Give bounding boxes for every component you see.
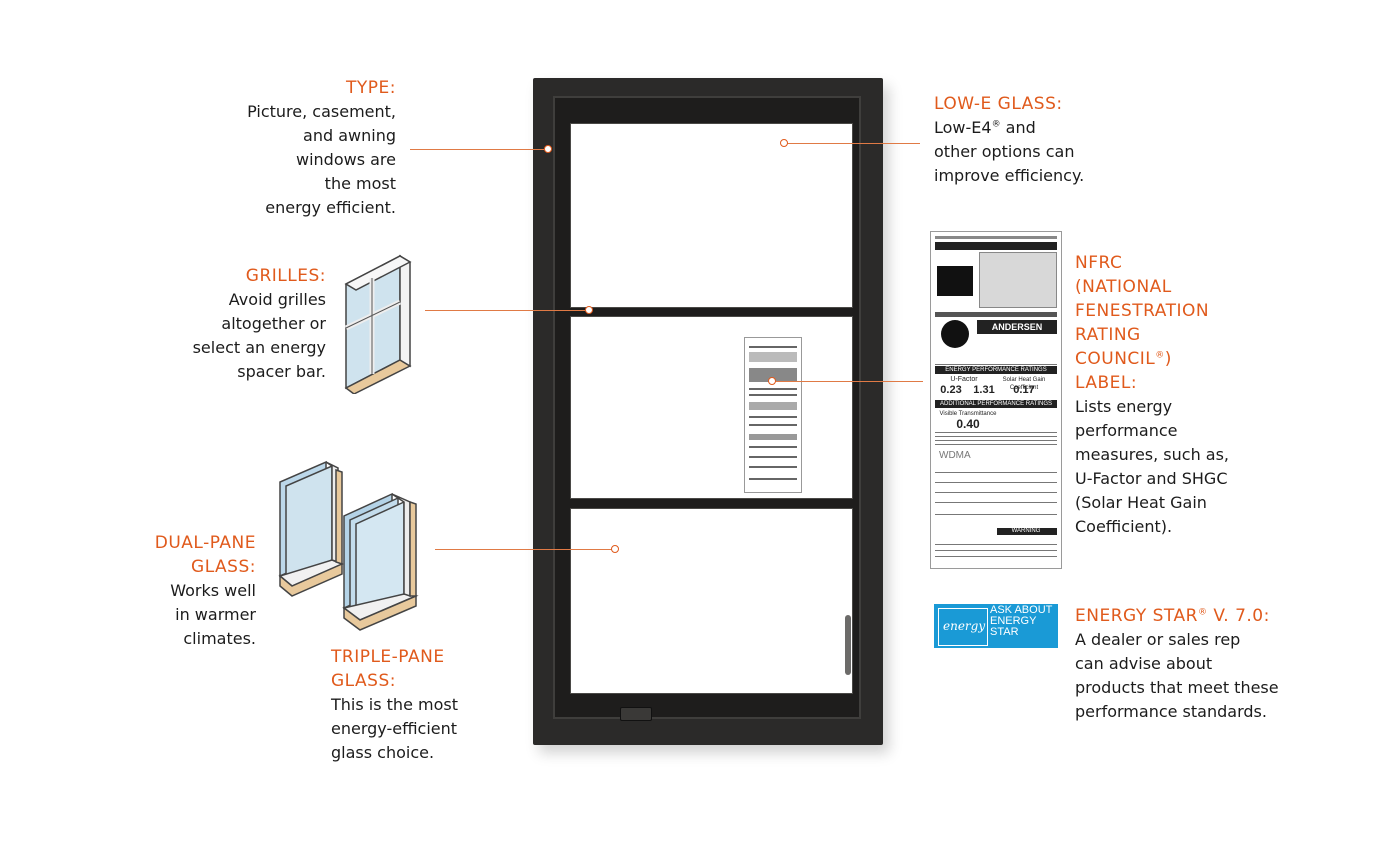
nfrc-u-factor-label: U-Factor [950,376,978,383]
nfrc-section-additional: ADDITIONAL PERFORMANCE RATINGS [939,401,1052,407]
triple-pane-corner-icon [342,492,419,631]
nfrc-label-image: ANDERSEN ENERGY PERFORMANCE RATINGS U-Fa… [930,231,1062,569]
nfrc-vt-value: 0.40 [956,417,980,431]
nfrc-section-energy: ENERGY PERFORMANCE RATINGS [945,367,1047,373]
energy-star-body: A dealer or sales rep can advise about p… [1075,630,1279,721]
nfrc-leader-line [773,381,923,382]
low-e-callout: LOW-E GLASS: Low-E4® and other options c… [934,92,1134,188]
energy-star-heading: ENERGY STAR® V. 7.0: [1075,606,1270,626]
grille-corner-icon [344,254,412,394]
low-e-leader-line [786,143,920,144]
dual-pane-corner-icon [278,460,344,597]
energy-star-badge-text: ASK ABOUT ENERGY STAR [990,604,1053,638]
low-e-body: Low-E4® and other options can improve ef… [934,118,1085,185]
dual-pane-leader-dot [611,545,619,553]
energy-star-callout: ENERGY STAR® V. 7.0: A dealer or sales r… [1075,604,1295,724]
energy-star-icon: energy [938,608,988,646]
grilles-body: Avoid grilles altogether or select an en… [192,290,326,381]
nfrc-body: Lists energy performance measures, such … [1075,397,1230,536]
grilles-leader-dot [585,306,593,314]
window-crank-icon [845,615,851,675]
type-heading: TYPE: [346,78,396,98]
energy-star-badge: energy ASK ABOUT ENERGY STAR [934,604,1058,648]
nfrc-label-brand: ANDERSEN [991,322,1043,332]
type-callout: TYPE: Picture, casement, and awning wind… [200,76,396,220]
nfrc-u-factor-value: 0.23 [940,384,962,396]
dual-pane-body: Works well in warmer climates. [170,581,256,648]
grilles-leader-line [425,310,587,311]
nfrc-vt-label: Visible Transmittance [939,411,997,417]
nfrc-seal-icon [941,320,969,348]
nfrc-u-factor-alt: 1.31 [973,384,995,396]
bottom-glass-pane [570,508,853,694]
nfrc-leader-dot [768,377,776,385]
type-leader-dot [544,145,552,153]
nfrc-shgc-label: Solar Heat Gain Coefficient [1002,377,1046,391]
dual-pane-leader-line [435,549,613,550]
low-e-heading: LOW-E GLASS: [934,94,1063,114]
dual-pane-callout: DUAL-PANE GLASS: Works well in warmer cl… [120,531,256,651]
nfrc-callout: NFRC (NATIONAL FENESTRATION RATING COUNC… [1075,251,1275,539]
nfrc-shgc-value: 0.17 [1013,384,1035,396]
window-sticker-label [744,337,802,493]
grilles-heading: GRILLES: [245,266,326,286]
grilles-callout: GRILLES: Avoid grilles altogether or sel… [170,264,326,384]
nfrc-wdma: WDMA [939,450,971,461]
nfrc-heading: NFRC (NATIONAL FENESTRATION RATING COUNC… [1075,253,1210,393]
top-glass-pane [570,123,853,308]
low-e-leader-dot [780,139,788,147]
nfrc-warning: WARNING [1011,528,1041,534]
triple-pane-body: This is the most energy-efficient glass … [331,695,458,762]
type-body: Picture, casement, and awning windows ar… [247,102,396,217]
triple-pane-callout: TRIPLE-PANE GLASS: This is the most ener… [331,645,501,765]
energy-star-logo-icon [937,266,973,296]
type-leader-line [410,149,546,150]
triple-pane-heading: TRIPLE-PANE GLASS: [331,647,445,691]
middle-glass-pane [570,316,853,499]
us-map-icon [979,252,1057,308]
window-latch-icon [620,707,652,721]
dual-pane-heading: DUAL-PANE GLASS: [154,533,256,577]
